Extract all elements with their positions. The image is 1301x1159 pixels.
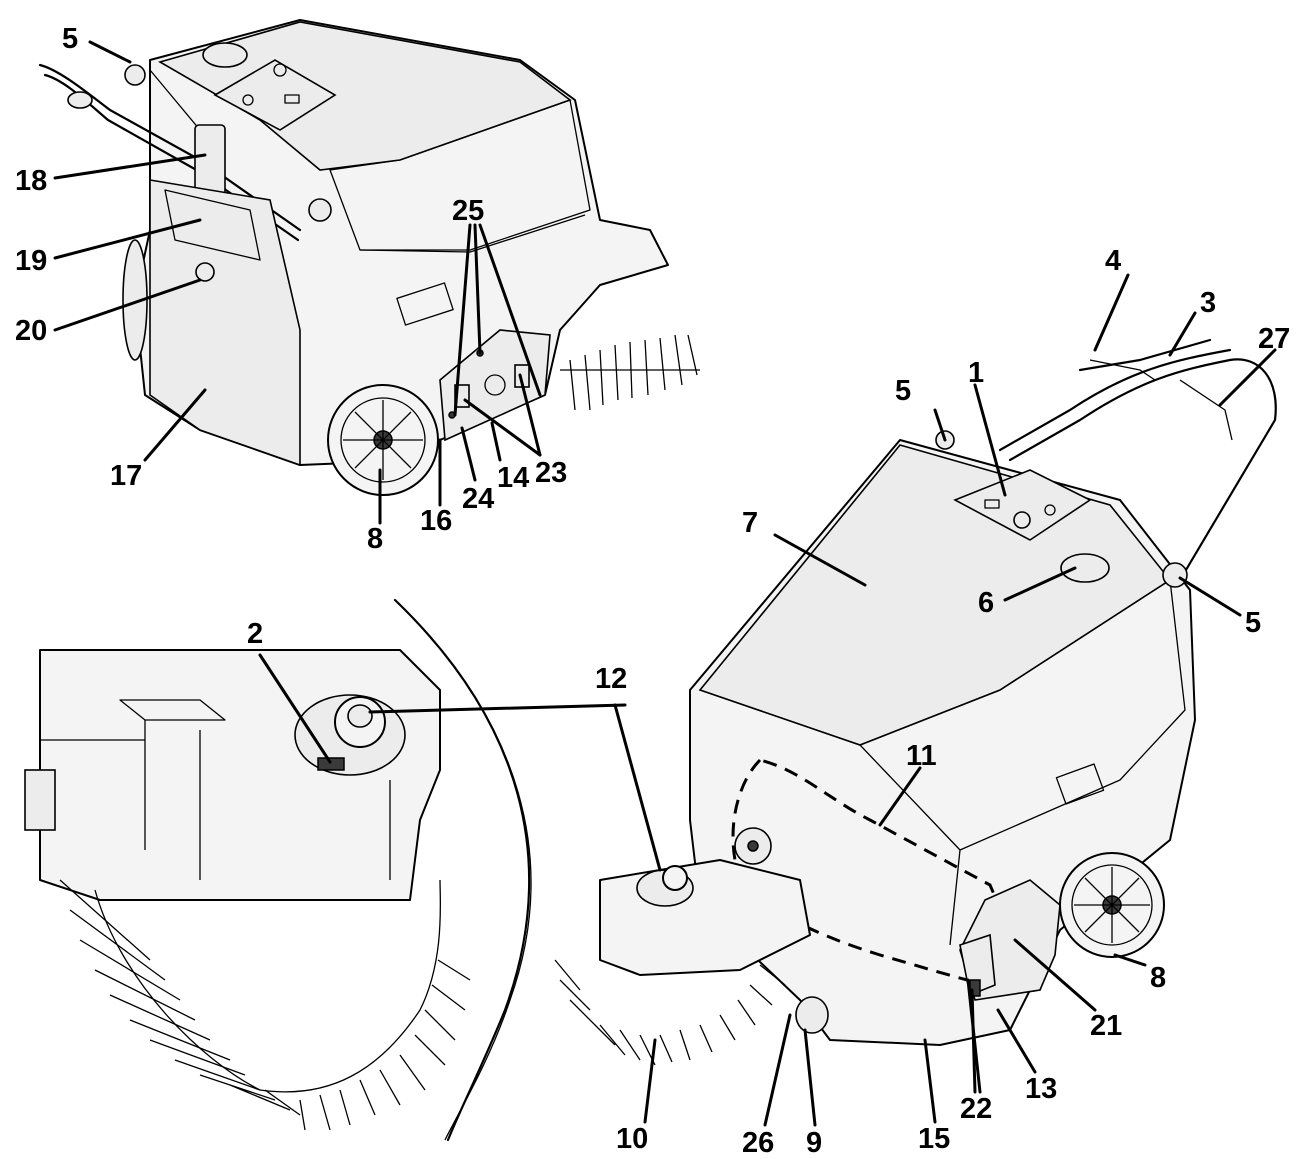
magnified-detail-illustration [24, 598, 532, 1142]
callout-17: 17 [110, 460, 142, 492]
callout-22: 22 [960, 1093, 992, 1125]
callout-labels: 1 2 3 4 5 5 5 6 7 8 8 9 10 11 12 13 14 1… [15, 23, 1290, 1159]
callout-9: 9 [806, 1127, 822, 1159]
callout-8-rear: 8 [367, 523, 383, 555]
callout-18: 18 [15, 165, 47, 197]
rear-view-illustration [38, 19, 700, 496]
callout-8-front: 8 [1150, 962, 1166, 994]
callout-5-front-right: 5 [1245, 607, 1261, 639]
callout-6: 6 [978, 587, 994, 619]
callout-1: 1 [968, 357, 984, 389]
callout-16: 16 [420, 505, 452, 537]
callout-20: 20 [15, 315, 47, 347]
callout-15: 15 [918, 1123, 950, 1155]
callout-12: 12 [595, 663, 627, 695]
callout-2: 2 [247, 618, 263, 650]
front-view-illustration [554, 338, 1277, 1066]
callout-5-front-left: 5 [895, 375, 911, 407]
callout-14: 14 [497, 462, 529, 494]
callout-10: 10 [616, 1123, 648, 1155]
callout-26: 26 [742, 1127, 774, 1159]
callout-21: 21 [1090, 1010, 1122, 1042]
callout-27: 27 [1258, 323, 1290, 355]
leader-lines [53, 40, 1277, 1127]
callout-5-rear: 5 [62, 23, 78, 55]
callout-11: 11 [906, 740, 937, 772]
callout-24: 24 [462, 483, 494, 515]
callout-3: 3 [1200, 287, 1216, 319]
callout-23: 23 [535, 457, 567, 489]
callout-25: 25 [452, 195, 484, 227]
callout-19: 19 [15, 245, 47, 277]
callout-4: 4 [1105, 245, 1121, 277]
callout-13: 13 [1025, 1073, 1057, 1105]
callout-7: 7 [742, 507, 758, 539]
